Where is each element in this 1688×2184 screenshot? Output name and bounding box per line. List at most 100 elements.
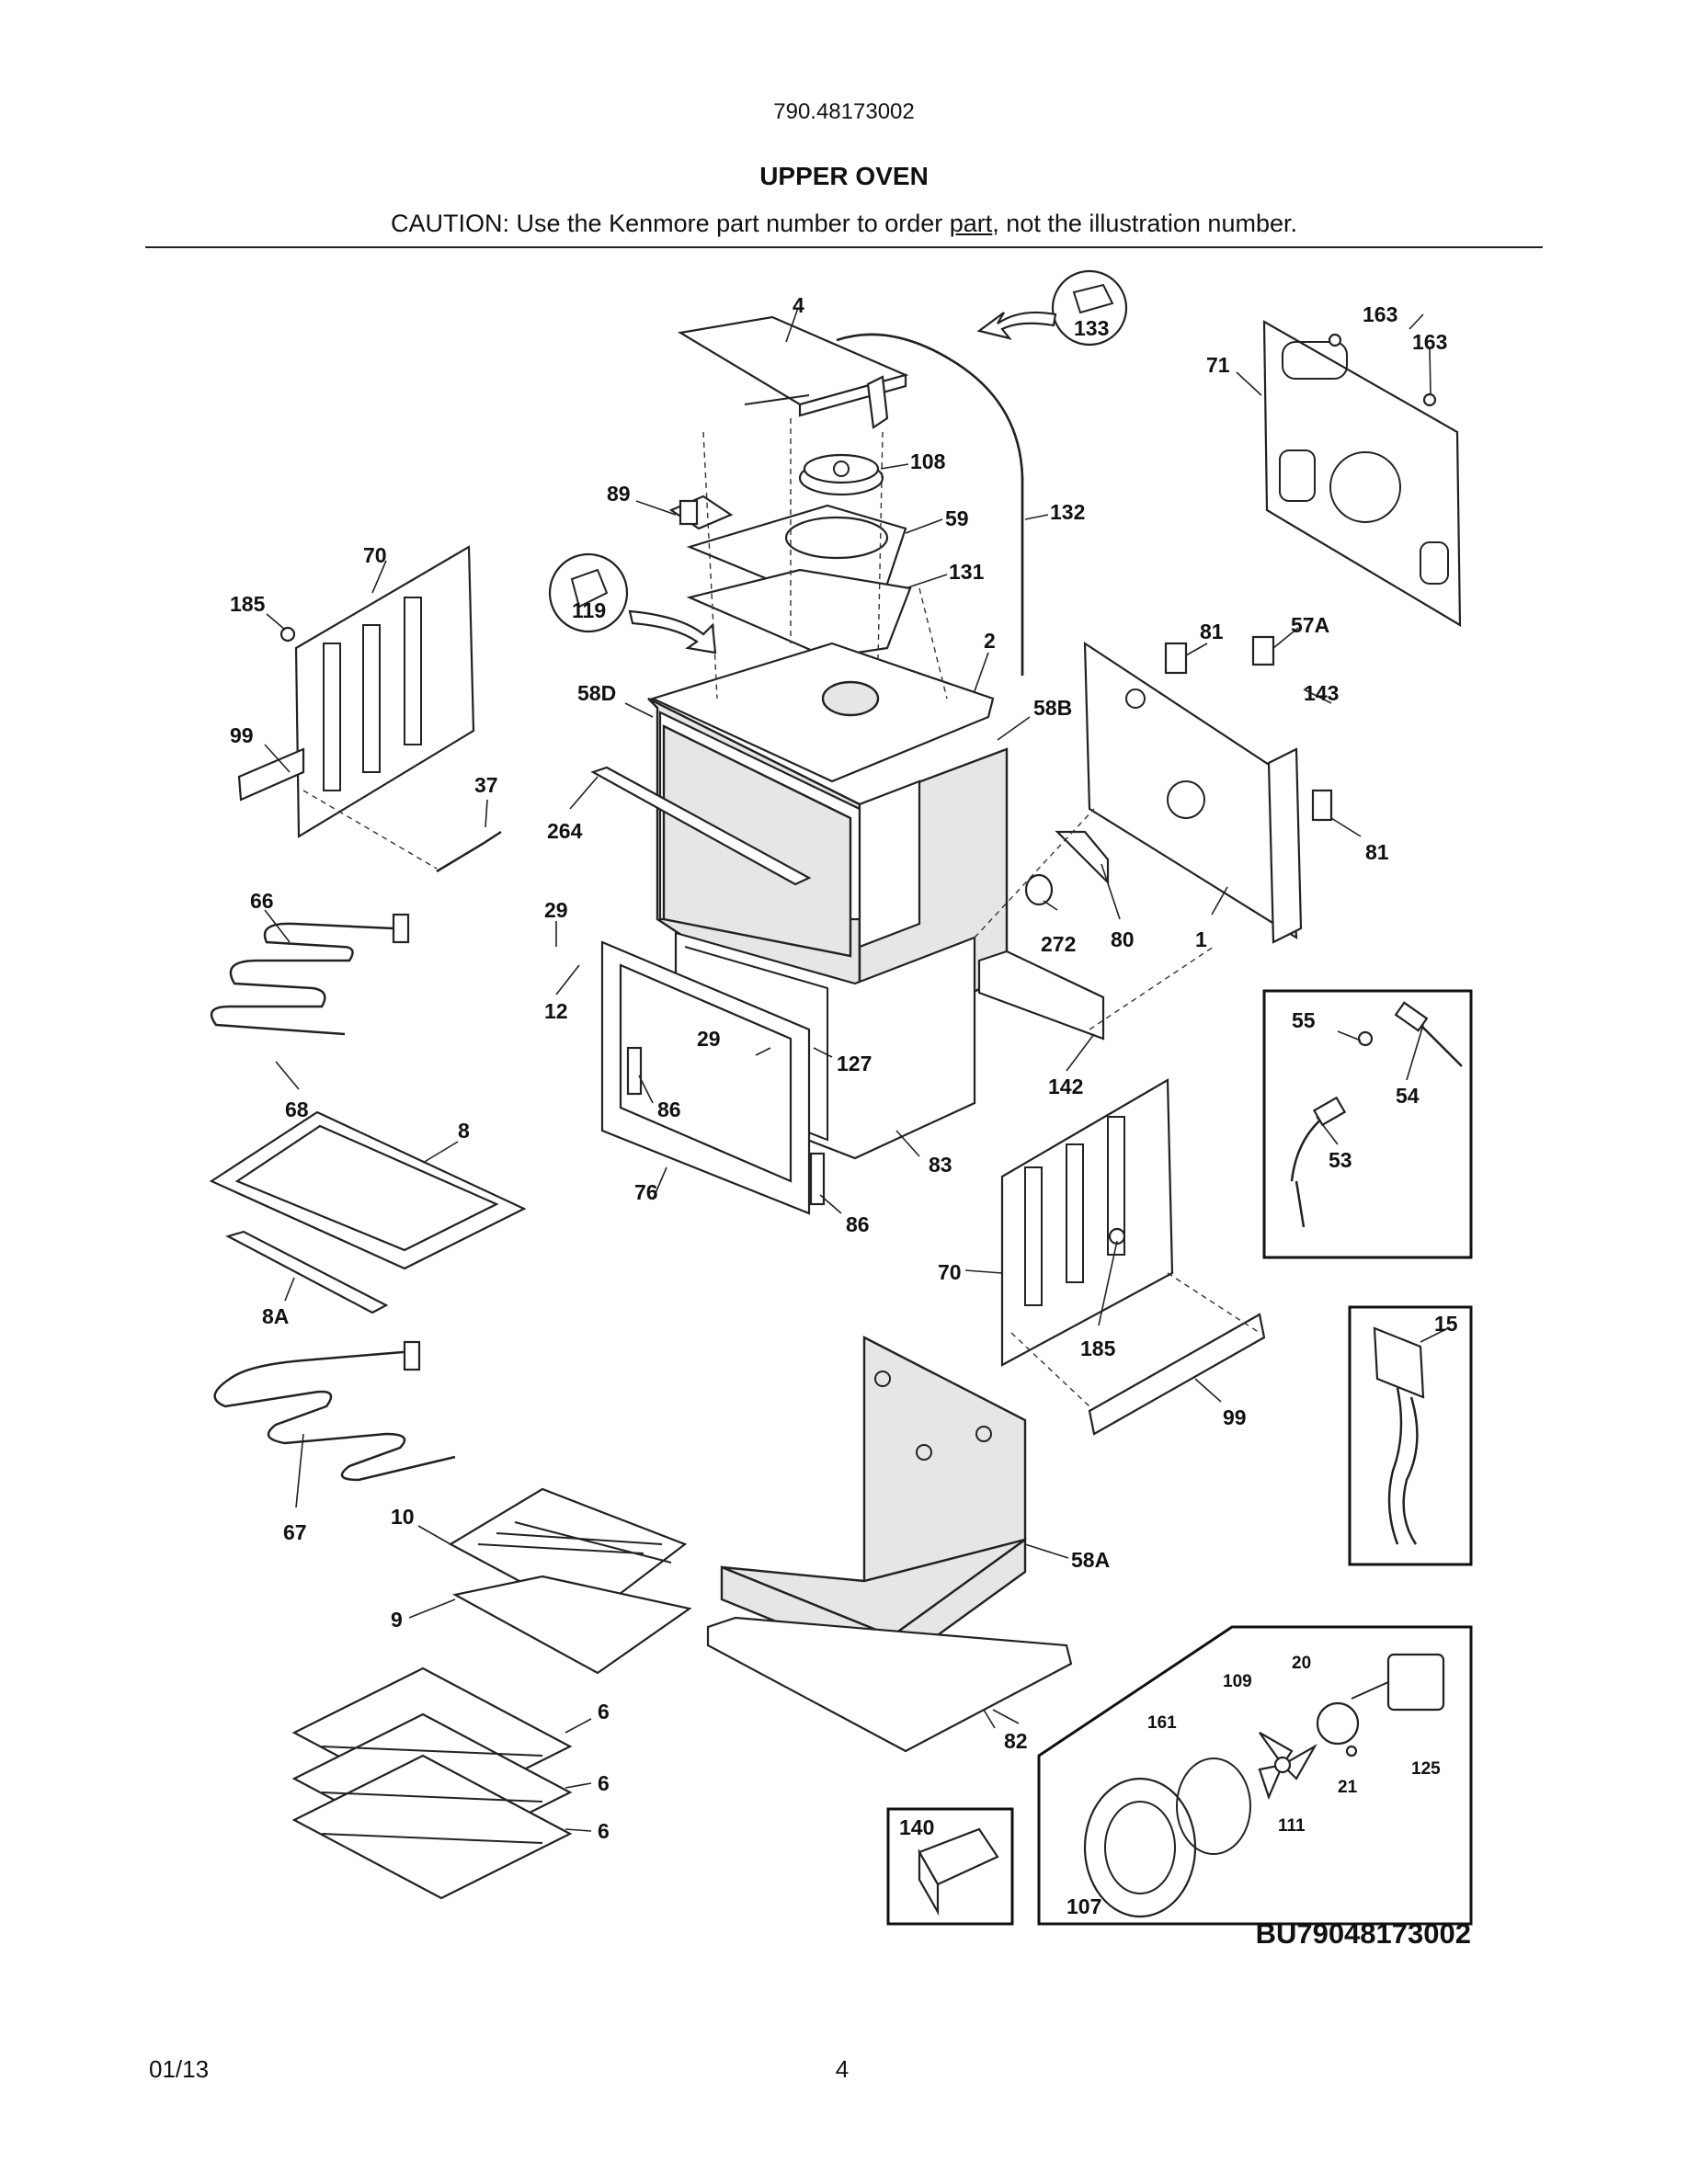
rear-panel-part: [1262, 320, 1462, 627]
caution-note: CAUTION: Use the Kenmore part number to …: [0, 210, 1688, 238]
broiler-pan-part: [451, 1575, 692, 1675]
callout-59: 59: [945, 506, 969, 530]
bracket-81-part: [1164, 642, 1188, 675]
rail-99-part: [1088, 1313, 1266, 1436]
callout-15: 15: [1434, 1312, 1458, 1336]
callout-1: 1: [1195, 927, 1207, 951]
caution-text-end: , not the illustration number.: [992, 210, 1297, 237]
callout-6c: 6: [598, 1819, 610, 1843]
callout-125: 125: [1411, 1759, 1441, 1779]
callout-264: 264: [547, 819, 583, 843]
bottom-panel-part: [706, 1616, 1073, 1753]
callout-66: 66: [250, 889, 274, 913]
callout-161: 161: [1147, 1713, 1177, 1733]
bake-element-part: [210, 913, 410, 1036]
callout-133: 133: [1074, 316, 1109, 340]
callout-131: 131: [949, 560, 985, 584]
callout-86b: 86: [846, 1212, 870, 1236]
callout-81: 81: [1200, 620, 1224, 643]
callout-67: 67: [283, 1520, 307, 1544]
caution-link-word: part: [949, 210, 993, 237]
callout-8a: 8A: [262, 1304, 289, 1328]
callout-55: 55: [1292, 1008, 1316, 1032]
callout-81b: 81: [1365, 840, 1389, 864]
callout-80: 80: [1111, 927, 1135, 951]
callout-2: 2: [984, 629, 996, 653]
callout-6: 6: [598, 1700, 610, 1723]
callout-83: 83: [929, 1153, 952, 1177]
callout-119: 119: [572, 598, 606, 622]
callout-29b: 29: [697, 1027, 721, 1051]
detail-arrow: [976, 311, 1057, 340]
callout-71: 71: [1206, 353, 1230, 377]
callout-4: 4: [793, 293, 804, 317]
detail-circle-133: [1051, 269, 1128, 347]
drip-tray-part: [209, 1110, 527, 1270]
callout-111: 111: [1278, 1816, 1306, 1836]
bracket-81b-part: [1311, 789, 1333, 822]
callout-21: 21: [1338, 1778, 1358, 1797]
callout-9: 9: [391, 1608, 403, 1632]
page-number: 4: [835, 2055, 850, 2083]
callout-99b: 99: [1223, 1405, 1247, 1429]
callout-58d: 58D: [577, 681, 616, 705]
tray-rail-part: [225, 1230, 389, 1314]
callout-143: 143: [1304, 681, 1339, 705]
convection-motor-part: [1351, 1653, 1445, 1712]
broil-element-part: [213, 1349, 456, 1482]
section-title: UPPER OVEN: [759, 162, 929, 190]
callout-54: 54: [1396, 1084, 1420, 1108]
callout-70: 70: [363, 543, 387, 567]
callout-185b: 185: [1080, 1337, 1116, 1360]
callout-6b: 6: [598, 1771, 610, 1795]
callout-132: 132: [1050, 500, 1085, 524]
footer-date: 01/13: [149, 2055, 210, 2083]
hinge-part: [626, 1046, 643, 1096]
callout-142: 142: [1048, 1075, 1083, 1098]
model-number: 790.48173002: [773, 99, 915, 124]
callout-58a: 58A: [1071, 1548, 1110, 1572]
callout-68: 68: [285, 1098, 309, 1121]
convection-fan-part: [798, 453, 884, 496]
fan-plate-part: [1316, 1701, 1360, 1746]
callout-86: 86: [657, 1098, 681, 1121]
door-frame-part: [600, 940, 811, 1215]
callout-70b: 70: [938, 1260, 962, 1284]
callout-163: 163: [1363, 302, 1397, 326]
left-side-panel-part: [237, 545, 475, 838]
fan-blade-part: [1258, 1732, 1317, 1801]
callout-108: 108: [910, 449, 946, 473]
callout-76: 76: [634, 1180, 658, 1204]
detail-circle-119: [548, 552, 629, 633]
document-id: BU79048173002: [1255, 1917, 1471, 1950]
rail-part: [590, 766, 812, 886]
callout-140: 140: [899, 1815, 934, 1839]
side-panel-part: [1083, 641, 1303, 944]
callout-12: 12: [544, 999, 568, 1023]
sensor-37-part: [436, 830, 502, 873]
callout-272: 272: [1041, 932, 1076, 956]
callout-57a: 57A: [1291, 613, 1329, 637]
callout-20: 20: [1292, 1654, 1311, 1673]
bracket-57a-part: [1251, 635, 1275, 666]
caution-text: CAUTION: Use the Kenmore part number to …: [391, 210, 950, 237]
callout-89: 89: [607, 482, 631, 506]
callout-127: 127: [837, 1052, 872, 1075]
right-side-panel-part: [1000, 1078, 1174, 1367]
callout-185: 185: [230, 592, 266, 616]
callout-37: 37: [474, 773, 498, 797]
knob-272-part: [1024, 873, 1054, 906]
callout-10: 10: [391, 1505, 415, 1529]
callout-163b: 163: [1412, 330, 1447, 354]
trim-strip-part: [977, 950, 1105, 1041]
top-panel-part: [677, 315, 909, 429]
callout-53: 53: [1329, 1148, 1352, 1172]
header-divider: [145, 246, 1543, 248]
callout-107: 107: [1066, 1894, 1101, 1918]
callout-82: 82: [1004, 1729, 1028, 1753]
oven-racks-part: [291, 1666, 573, 1900]
oven-top-cover-part: [649, 642, 995, 783]
callout-58b: 58B: [1033, 696, 1072, 720]
